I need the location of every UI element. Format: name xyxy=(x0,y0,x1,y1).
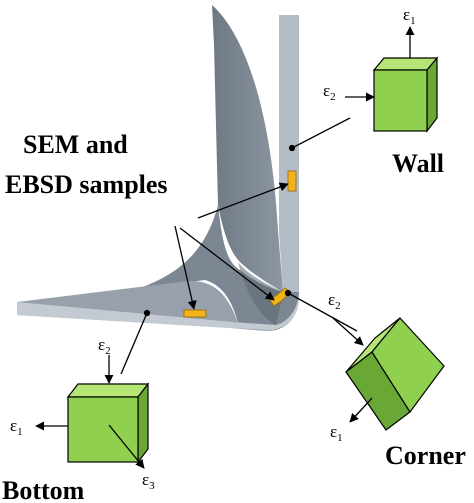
corner-e1-arrow xyxy=(349,397,373,423)
leader-wall-dot xyxy=(288,144,296,152)
leader-wall xyxy=(291,117,351,149)
bottom-label: Bottom xyxy=(2,476,85,503)
wall-cube xyxy=(345,26,439,133)
sample-pointers xyxy=(174,182,289,310)
bottom-cube xyxy=(35,355,150,469)
pointer-to-corner-sample xyxy=(179,227,275,301)
wall-e1-label: ε1 xyxy=(403,5,416,27)
l-shaped-part xyxy=(17,5,300,331)
bottom-e3-arrow xyxy=(108,424,145,469)
leader-corner-dot xyxy=(284,289,292,297)
corner-e2-label: ε2 xyxy=(328,290,341,312)
bottom-e3-label: ε3 xyxy=(142,470,155,492)
inner-fillet xyxy=(238,262,283,325)
pointer-to-bottom-sample xyxy=(174,225,197,310)
bottom-e2-label: ε2 xyxy=(98,335,111,357)
sample-wall xyxy=(287,170,297,192)
corner-e1-label: ε1 xyxy=(330,422,343,444)
corner-label: Corner xyxy=(385,441,466,470)
wall-label: Wall xyxy=(392,149,444,178)
leader-lines xyxy=(120,117,358,375)
corner-e2-arrow xyxy=(332,317,364,346)
pointer-to-wall-sample xyxy=(197,182,289,219)
wall-front-face xyxy=(212,5,283,292)
wall-side-edge xyxy=(279,15,299,292)
bottom-plate-front-edge xyxy=(17,292,299,330)
leader-corner xyxy=(287,292,358,332)
leader-bottom-dot xyxy=(143,309,151,317)
leader-bottom xyxy=(120,312,148,375)
corner-cube xyxy=(332,317,445,431)
wall-e2-label: ε2 xyxy=(323,81,336,103)
samples-label-line1: SEM and xyxy=(23,130,128,159)
sample-bottom xyxy=(183,309,207,318)
bottom-e1-label: ε1 xyxy=(10,416,23,438)
samples-label-line2: EBSD samples xyxy=(5,170,168,199)
